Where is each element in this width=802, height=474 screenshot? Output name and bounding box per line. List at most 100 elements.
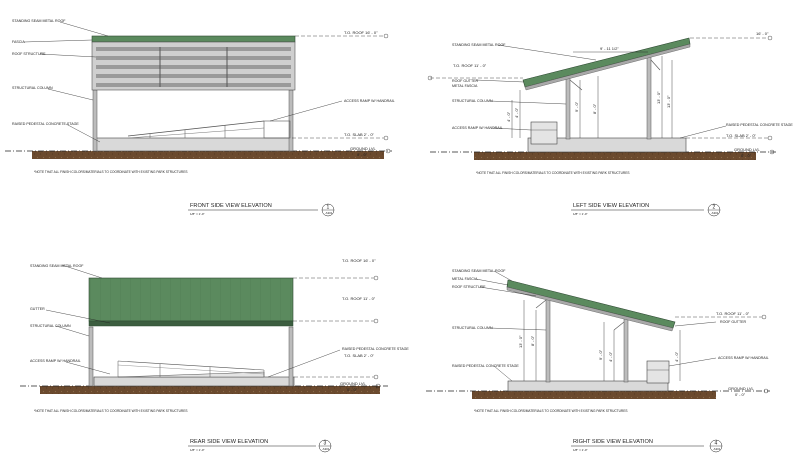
roof-beam [96, 65, 291, 69]
callout-text: STRUCTURAL COLUMN [30, 324, 71, 328]
dimension-text: 13' - 0" [518, 335, 523, 348]
callout-text: RAISED PEDESTAL CONCRETE STAGE [342, 347, 409, 351]
roof-beam [96, 74, 291, 78]
ramp-landing-rail [263, 120, 291, 139]
ramp-handrail-lower [117, 364, 265, 375]
dimension-text: 4' - 0" [608, 351, 613, 362]
structural-column-right [623, 317, 629, 383]
level-markers: T.O. ROOF 16' - 0" T.O. SLAB 2' - 0" GRO… [292, 30, 391, 157]
view-number: 4 [715, 441, 718, 447]
structural-column-left [545, 295, 551, 383]
column-brace [613, 321, 625, 331]
level-markers: T.O. ROOF 16' - 0" T.O. ROOF 11' - 0" T.… [293, 258, 381, 392]
view-title: RIGHT SIDE VIEW ELEVATION [573, 439, 653, 445]
view-scale: 1/8" = 1'-0" [190, 448, 205, 452]
callout-text: STANDING SEAM METAL ROOF [452, 43, 506, 47]
roof-underside [506, 286, 674, 332]
callout-labels: STANDING SEAM METAL ROOF METAL FASCIA RO… [452, 269, 769, 382]
structural-column-left [565, 75, 571, 140]
level-text: GROUND LVL [728, 386, 754, 391]
standing-seam-roof [88, 277, 294, 322]
dimension-text: 9' - 0" [598, 349, 603, 360]
view-left-elevation: STANDING SEAM METAL ROOF ROOF GUTTER MET… [427, 31, 793, 217]
finish-note: *NOTE THAT ALL FINISH COLORS/MATERIALS T… [34, 409, 188, 413]
callout-text: ACCESS RAMP W/ HANDRAIL [344, 99, 395, 103]
view-number: 3 [324, 441, 327, 447]
sheet-ref: A301 [712, 211, 719, 215]
finish-note: *NOTE THAT ALL FINISH COLORS/MATERIALS T… [476, 171, 630, 175]
callout-text: METAL FASCIA [452, 277, 478, 281]
level-text: 0' - 0" [347, 387, 358, 392]
view-scale: 1/8" = 1'-0" [573, 448, 588, 452]
concrete-stage [507, 380, 669, 392]
callout-text: STANDING SEAM METAL ROOF [12, 19, 66, 23]
roof-beam [96, 56, 291, 60]
dimension-strings: 9' - 11 1/2" 4' - 0" 9' - 0" 8' - 0" 13'… [506, 46, 673, 138]
structural-column-right [288, 89, 294, 152]
ground-soil [40, 386, 380, 394]
view-title: LEFT SIDE VIEW ELEVATION [573, 203, 649, 209]
callout-text: ACCESS RAMP W/ HANDRAIL [452, 126, 503, 130]
ramp-handrail [127, 120, 265, 137]
dimension-text: 9' - 0" [574, 101, 579, 112]
dimension-text: 13' - 0" [666, 95, 671, 108]
level-text: T.O. ROOF 16' - 0" [344, 30, 378, 35]
concrete-stage [93, 376, 295, 387]
callout-text: ROOF STRUCTURE [12, 52, 46, 56]
level-text: T.O. SLAB 2' - 0" [344, 132, 375, 137]
column-brace [650, 59, 661, 71]
dimension-text: 9' - 11 1/2" [600, 46, 619, 51]
dimension-text: 8' - 0" [530, 335, 535, 346]
sheet-ref: A301 [714, 447, 721, 451]
callout-text: RAISED PEDESTAL CONCRETE STAGE [452, 364, 519, 368]
dimension-text: 4' - 0" [506, 111, 511, 122]
view-scale: 1/8" = 1'-0" [190, 212, 205, 216]
level-text: 0' - 0" [357, 152, 368, 157]
access-ramp [646, 360, 670, 384]
structural-column-left [92, 89, 98, 152]
callout-text: STRUCTURAL COLUMN [452, 99, 493, 103]
level-text: T.O. ROOF 11' - 0" [342, 296, 376, 301]
callout-text: ROOF GUTTER [452, 79, 479, 83]
finish-note: *NOTE THAT ALL FINISH COLORS/MATERIALS T… [34, 170, 188, 174]
callout-text: STRUCTURAL COLUMN [452, 326, 493, 330]
structural-column-right [288, 326, 294, 387]
level-text: T.O. ROOF 16' - 0" [342, 258, 376, 263]
view-number: 2 [713, 205, 716, 211]
access-ramp [530, 121, 558, 145]
view-number: 1 [327, 205, 330, 211]
level-text: T.O. SLAB 2' - 0" [726, 133, 757, 138]
level-text: GROUND LVL [350, 146, 376, 151]
callout-text: ACCESS RAMP W/ HANDRAIL [30, 359, 81, 363]
callout-text: ROOF GUTTER [720, 320, 747, 324]
sheet-ref: A301 [326, 211, 333, 215]
level-markers: T.O. ROOF 11' - 0" GROUND LVL 0' - 0" [675, 311, 769, 397]
roof-beam [96, 47, 291, 51]
callout-text: STANDING SEAM METAL ROOF [452, 269, 506, 273]
callout-text: STRUCTURAL COLUMN [12, 86, 53, 90]
dimension-text: 8' - 0" [592, 103, 597, 114]
roof-beam [96, 83, 291, 87]
level-text: 16' - 0" [756, 31, 769, 36]
callout-text: ACCESS RAMP W/ HANDRAIL [718, 356, 769, 360]
callout-labels: STANDING SEAM METAL ROOF FASCIA ROOF STR… [12, 19, 395, 143]
view-rear-elevation: STANDING SEAM METAL ROOF GUTTER STRUCTUR… [20, 258, 409, 453]
level-text: GROUND LVL [340, 381, 366, 386]
view-title: FRONT SIDE VIEW ELEVATION [190, 203, 272, 209]
level-text: GROUND LVL [734, 147, 760, 152]
finish-note: *NOTE THAT ALL FINISH COLORS/MATERIALS T… [474, 409, 628, 413]
sheet-ref: A301 [323, 447, 330, 451]
ramp-handrail [117, 360, 265, 371]
ramp-handrail-lower [127, 127, 265, 139]
level-text: 0' - 0" [741, 153, 752, 158]
concrete-stage [527, 137, 687, 153]
ground-soil [472, 391, 716, 399]
callout-text: STANDING SEAM METAL ROOF [30, 264, 84, 268]
structural-column-left [88, 326, 94, 387]
view-scale: 1/8" = 1'-0" [573, 212, 588, 216]
callout-labels: STANDING SEAM METAL ROOF ROOF GUTTER MET… [452, 43, 793, 139]
roof-underside [524, 43, 691, 91]
column-brace [535, 299, 547, 309]
structural-column-right [646, 55, 652, 140]
